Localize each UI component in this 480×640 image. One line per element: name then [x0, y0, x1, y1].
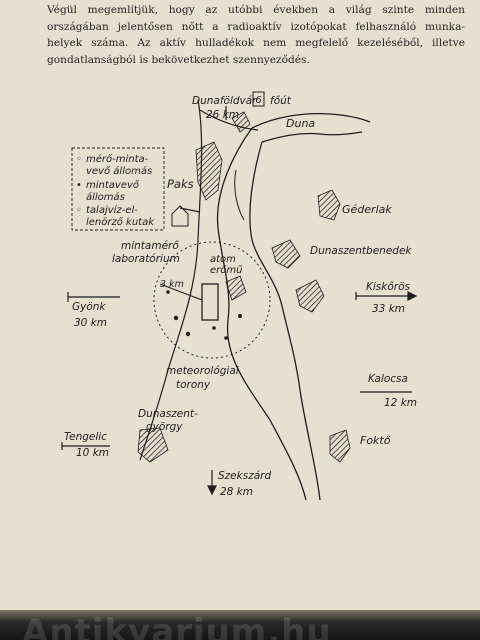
place-gederlak: Géderlak [342, 203, 392, 216]
place-dunaszentgyorgy: Dunaszent- [138, 408, 198, 420]
road-number: 6 [255, 95, 261, 106]
place-szekszard: Szekszárd [218, 470, 271, 482]
east-bank-area [295, 279, 325, 313]
road-label: főút [270, 95, 292, 107]
place-kalocsa: Kalocsa [368, 373, 408, 385]
watermark: Antikvarium.hu [22, 612, 332, 640]
place-tengelic: Tengelic [64, 431, 107, 443]
dunafoldvar-area [231, 111, 251, 133]
place-dunaszentbenedek: Dunaszentbenedek [310, 245, 412, 257]
legend-text: lenörző kutak [86, 216, 155, 228]
danube-river [216, 112, 371, 501]
legend-text: állomás [86, 191, 125, 203]
plant-label: erőmű [210, 264, 243, 276]
legend-text: vevő állomás [86, 165, 152, 177]
paragraph-line: országában jelentősen nőtt a radioaktív … [47, 20, 465, 33]
place-paks: Paks [167, 177, 194, 191]
town-areas [137, 111, 351, 463]
radius-label: 3 km [160, 279, 184, 290]
legend-text: mérő-minta- [86, 153, 149, 165]
place-dunafoldvar: Dunaföldvár [192, 95, 257, 107]
dunaszentgyorgy-area [137, 427, 169, 463]
three-km-radius-circle [153, 241, 271, 359]
direction-arrows [61, 106, 418, 496]
body-paragraph: Végül megemlítjük, hogy az utóbbi évekbe… [47, 2, 465, 68]
place-kiskoros: Kiskőrös [366, 281, 411, 293]
radius-line [159, 283, 203, 301]
paks-region-map: 6 ◦ mérő-minta- vevő állomás • mintavevő… [61, 91, 418, 501]
dist-dunafoldvar: 26 km [206, 109, 239, 121]
dist-kalocsa: 12 km [384, 397, 417, 409]
legend-symbol-2: • [76, 180, 82, 191]
dist-tengelic: 10 km [76, 447, 109, 459]
page-bottom-shadow [0, 610, 480, 640]
river-label: Duna [286, 117, 315, 130]
legend-text: mintavevő [86, 179, 140, 191]
fokto-area [329, 429, 351, 463]
gederlak-area [317, 189, 341, 221]
lab-label: laboratórium [112, 253, 180, 265]
plant-area [225, 275, 247, 301]
place-fokto: Foktő [360, 434, 391, 447]
legend-text: talajvíz-el- [86, 204, 138, 216]
dist-gyonk: 30 km [74, 317, 107, 329]
plant-label: atom [210, 254, 236, 265]
dunaszentbenedek-area [271, 239, 301, 269]
place-dunaszentgyorgy: györgy [146, 421, 183, 433]
power-plant-symbol [201, 283, 219, 321]
paragraph-line: gondatlanságból is bekövetkezhet szennye… [47, 53, 310, 66]
paragraph-line: Végül megemlítjük, hogy az utóbbi évekbe… [47, 4, 465, 16]
road-6-marker: 6 [252, 91, 265, 107]
lab-building-icon [171, 205, 189, 227]
station-markers [166, 290, 242, 340]
paragraph-line: helyek száma. Az aktív hulladékok nem me… [47, 37, 465, 49]
legend-symbol-3: ◦ [76, 205, 82, 216]
paks-area [195, 141, 223, 201]
dist-kiskoros: 33 km [372, 303, 405, 315]
place-gyonk: Gyönk [72, 301, 106, 313]
lab-label: mintamérő [121, 240, 179, 252]
map-legend: ◦ mérő-minta- vevő állomás • mintavevő á… [71, 147, 165, 231]
meteo-label: torony [176, 379, 211, 391]
legend-symbol-1: ◦ [76, 154, 82, 165]
meteo-label: meteorológiai [166, 365, 239, 377]
dist-szekszard: 28 km [220, 486, 253, 498]
